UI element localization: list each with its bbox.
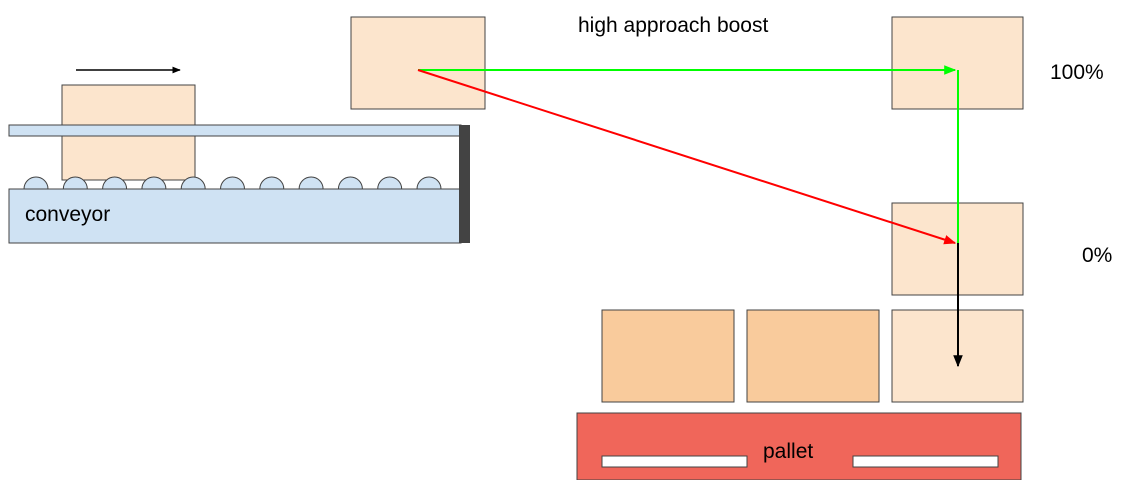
conveyor-belt [8,188,462,244]
conveyor-roller [23,176,49,190]
conveyor-roller [337,176,363,190]
pick-box [350,16,486,110]
diagram-title: high approach boost [578,14,768,37]
conveyor-roller [377,176,403,190]
placed-box-1 [601,309,735,403]
pallet-slot-left [601,455,748,468]
conveyor-label: conveyor [25,203,110,226]
placed-box-2 [746,309,880,403]
conveyor-rail [8,124,462,137]
conveyor-roller [298,176,324,190]
conveyor-stopper [459,125,470,243]
conveyor-rollers [23,176,442,190]
conveyor-roller [416,176,442,190]
percent-100-label: 100% [1050,61,1104,84]
conveyor-roller [62,176,88,190]
conveyor-roller [180,176,206,190]
pallet-slot-right [852,455,999,468]
conveyor-roller [259,176,285,190]
direct-approach-path [417,69,957,245]
conveyor: conveyor [8,66,470,244]
percent-0-label: 0% [1082,244,1112,267]
pallet-label: pallet [763,440,813,463]
pallet: pallet [576,412,1022,480]
pallet-body [576,412,1022,480]
conveyor-roller [141,176,167,190]
conveyor-roller [102,176,128,190]
conveyor-roller [219,176,246,190]
